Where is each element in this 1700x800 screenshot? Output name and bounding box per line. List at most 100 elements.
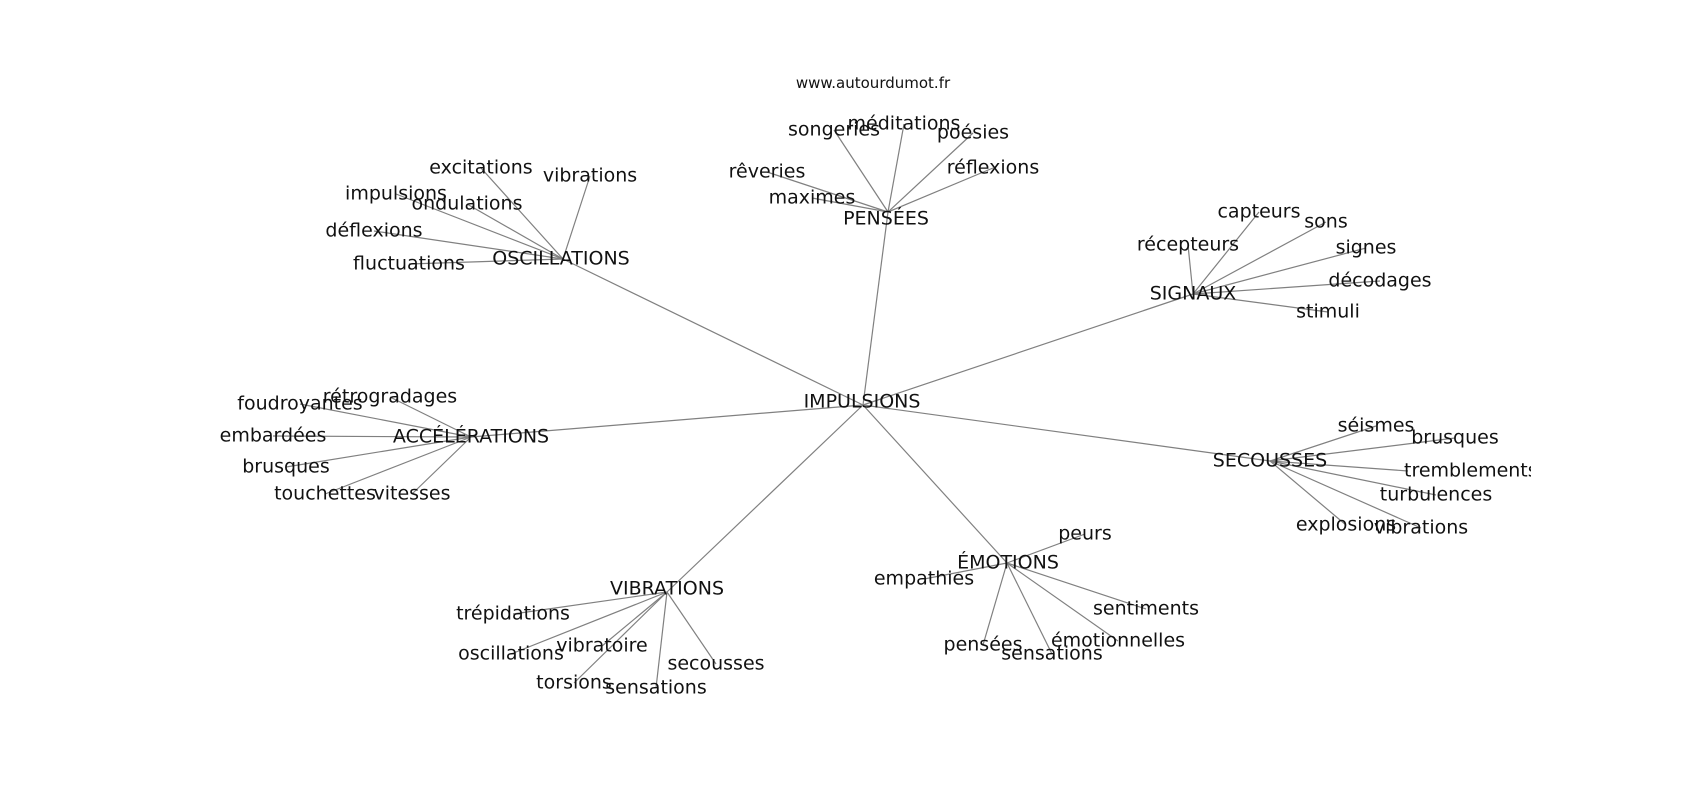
leaf-node-emotions-3[interactable]: émotionnelles	[1050, 629, 1186, 652]
leaf-node-accelerations-5[interactable]: vitesses	[373, 482, 451, 505]
leaf-node-vibrations-2[interactable]: vibratoire	[556, 634, 648, 657]
edge-accelerations-leaf-4	[324, 436, 472, 495]
edge-center-secousses	[862, 404, 1271, 462]
edge-vibrations-leaf-4	[573, 591, 668, 684]
edge-secousses-leaf-0	[1269, 425, 1377, 462]
leaf-node-pensees-2[interactable]: poésies	[936, 121, 1010, 144]
edge-vibrations-leaf-1	[510, 591, 668, 655]
edge-vibrations-leaf-3	[666, 591, 717, 665]
edge-oscillations-leaf-3	[466, 203, 564, 260]
leaf-node-signaux-5[interactable]: stimuli	[1296, 300, 1360, 323]
leaf-node-accelerations-3[interactable]: brusques	[242, 455, 330, 478]
leaf-node-emotions-0[interactable]: peurs	[1058, 522, 1112, 545]
graph-edges	[272, 123, 1456, 689]
edge-emotions-leaf-5	[1006, 562, 1053, 655]
group-node-signaux[interactable]: SIGNAUX	[1149, 282, 1237, 305]
edge-pensees-leaf-0	[833, 129, 889, 213]
edge-center-accelerations	[470, 404, 864, 438]
leaf-node-secousses-0[interactable]: séismes	[1337, 414, 1415, 437]
edge-center-pensees	[862, 211, 889, 406]
leaf-node-emotions-4[interactable]: pensées	[943, 633, 1023, 656]
edge-accelerations-leaf-5	[411, 436, 472, 495]
leaf-node-vibrations-0[interactable]: trépidations	[456, 602, 570, 625]
leaf-node-pensees-3[interactable]: rêveries	[728, 160, 806, 183]
edge-oscillations-leaf-2	[395, 193, 564, 260]
edge-center-oscillations	[562, 258, 864, 406]
group-node-secousses[interactable]: SECOUSSES	[1212, 449, 1328, 472]
leaf-node-pensees-0[interactable]: songeries	[788, 118, 880, 141]
leaf-node-pensees-4[interactable]: réflexions	[946, 156, 1040, 179]
leaf-node-vibrations-4[interactable]: torsions	[536, 671, 612, 694]
group-node-emotions[interactable]: ÉMOTIONS	[957, 551, 1059, 574]
edge-center-signaux	[862, 293, 1194, 406]
edge-signaux-leaf-5	[1192, 293, 1329, 313]
edge-vibrations-leaf-2	[601, 591, 668, 647]
edge-oscillations-leaf-4	[373, 230, 564, 260]
leaf-node-oscillations-4[interactable]: déflexions	[325, 219, 423, 242]
center-node[interactable]: IMPULSIONS	[803, 390, 921, 413]
edge-center-emotions	[862, 404, 1008, 564]
edge-pensees-leaf-1	[887, 123, 905, 213]
edge-emotions-leaf-0	[1006, 533, 1086, 564]
leaf-node-emotions-1[interactable]: empathies	[873, 567, 975, 590]
edge-accelerations-leaf-3	[285, 436, 472, 468]
edge-pensees-leaf-2	[887, 132, 974, 213]
edge-emotions-leaf-4	[982, 562, 1008, 646]
leaf-node-oscillations-1[interactable]: vibrations	[542, 164, 638, 187]
edge-oscillations-leaf-0	[480, 167, 564, 260]
edge-accelerations-leaf-0	[299, 403, 472, 438]
leaf-node-signaux-0[interactable]: capteurs	[1217, 200, 1301, 223]
edge-vibrations-leaf-5	[655, 591, 668, 689]
edge-pensees-leaf-4	[887, 167, 994, 213]
leaf-node-emotions-2[interactable]: sentiments	[1093, 597, 1199, 620]
group-node-accelerations[interactable]: ACCÉLÉRATIONS	[392, 425, 550, 448]
edge-emotions-leaf-1	[923, 562, 1008, 580]
edge-center-vibrations	[666, 404, 864, 593]
leaf-node-signaux-4[interactable]: décodages	[1328, 269, 1432, 292]
edge-vibrations-leaf-0	[512, 591, 668, 615]
leaf-node-secousses-5[interactable]: vibrations	[1373, 516, 1469, 539]
edge-signaux-leaf-1	[1192, 221, 1327, 295]
leaf-node-secousses-3[interactable]: turbulences	[1379, 483, 1493, 506]
leaf-node-pensees-5[interactable]: maximes	[768, 186, 856, 209]
edge-signaux-leaf-4	[1192, 280, 1381, 295]
leaf-node-oscillations-3[interactable]: ondulations	[411, 192, 523, 215]
edge-pensees-leaf-5	[811, 197, 889, 213]
leaf-node-accelerations-2[interactable]: embardées	[219, 424, 327, 447]
leaf-node-oscillations-0[interactable]: excitations	[429, 156, 533, 179]
leaf-node-emotions-5[interactable]: sensations	[1001, 642, 1103, 665]
edge-emotions-leaf-3	[1006, 562, 1119, 642]
edge-accelerations-leaf-2	[272, 435, 472, 438]
edge-pensees-leaf-3	[766, 171, 889, 213]
leaf-node-oscillations-2[interactable]: impulsions	[345, 182, 447, 205]
edge-oscillations-leaf-1	[562, 175, 591, 260]
group-node-oscillations[interactable]: OSCILLATIONS	[492, 247, 630, 270]
edge-secousses-leaf-2	[1269, 460, 1409, 472]
edge-signaux-leaf-2	[1187, 244, 1194, 295]
leaf-node-secousses-2[interactable]: tremblements	[1404, 461, 1531, 481]
leaf-node-vibrations-1[interactable]: oscillations	[458, 642, 564, 665]
edge-secousses-leaf-3	[1269, 460, 1437, 496]
leaf-node-signaux-2[interactable]: récepteurs	[1136, 233, 1240, 256]
edge-emotions-leaf-2	[1006, 562, 1147, 610]
edge-secousses-leaf-1	[1269, 437, 1456, 462]
group-node-vibrations[interactable]: VIBRATIONS	[609, 577, 725, 600]
leaf-node-signaux-1[interactable]: sons	[1304, 210, 1348, 233]
leaf-node-secousses-1[interactable]: brusques	[1411, 426, 1499, 449]
edge-secousses-leaf-4	[1269, 460, 1347, 526]
site-label: www.autourdumot.fr	[795, 74, 951, 92]
leaf-node-oscillations-5[interactable]: fluctuations	[353, 252, 465, 275]
leaf-node-accelerations-4[interactable]: touchettes	[274, 482, 376, 505]
leaf-node-signaux-3[interactable]: signes	[1335, 236, 1397, 259]
leaf-node-accelerations-0[interactable]: foudroyantes	[237, 392, 363, 415]
edge-secousses-leaf-5	[1269, 460, 1422, 529]
leaf-node-vibrations-5[interactable]: sensations	[605, 676, 707, 699]
edge-oscillations-leaf-5	[408, 258, 564, 265]
edge-signaux-leaf-0	[1192, 211, 1260, 295]
leaf-node-pensees-1[interactable]: méditations	[847, 112, 961, 135]
leaf-node-accelerations-1[interactable]: rétrogradages	[322, 385, 458, 408]
leaf-node-secousses-4[interactable]: explosions	[1295, 513, 1397, 536]
leaf-node-vibrations-3[interactable]: secousses	[667, 652, 765, 675]
group-node-pensees[interactable]: PENSÉES	[843, 207, 929, 230]
